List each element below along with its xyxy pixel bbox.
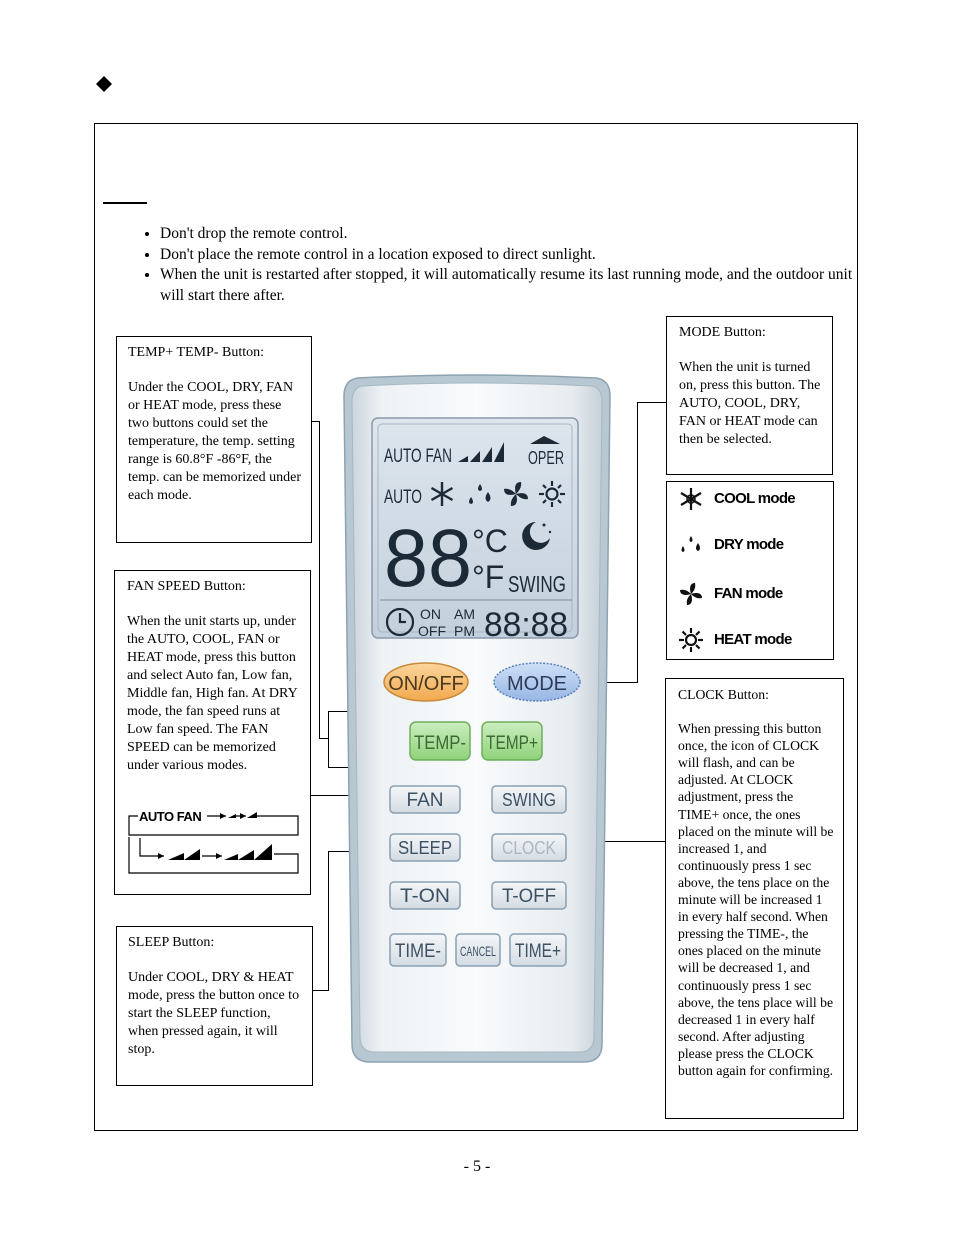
legend-cool-label: COOL mode xyxy=(714,490,795,507)
fan-icon xyxy=(680,583,702,605)
lcd-auto-fan-label: AUTO FAN xyxy=(384,446,452,467)
connector-line xyxy=(319,738,329,739)
callout-title: SLEEP Button: xyxy=(128,935,215,950)
lcd-fan-icon xyxy=(504,482,528,506)
svg-text:SWING: SWING xyxy=(502,790,556,810)
lcd-auto-label: AUTO xyxy=(384,487,422,508)
svg-text:CLOCK: CLOCK xyxy=(502,838,556,858)
modes-legend: COOL mode DRY mode FAN mode HEAT mode xyxy=(666,481,834,660)
list-item: When the unit is restarted after stopped… xyxy=(160,265,870,306)
mode-button[interactable]: MODE xyxy=(493,662,581,702)
connector-line xyxy=(313,990,329,991)
time-minus-button[interactable]: TIME- xyxy=(389,933,447,967)
notes-list: Don't drop the remote control. Don't pla… xyxy=(132,224,870,306)
callout-title: CLOCK Button: xyxy=(678,687,769,702)
callout-body: Under COOL, DRY & HEAT mode, press the b… xyxy=(128,970,300,1057)
lcd-swing-label: SWING xyxy=(508,571,566,597)
list-item: Don't drop the remote control. xyxy=(160,224,870,245)
clock-button-callout: CLOCK Button: When pressing this button … xyxy=(665,678,844,1119)
temp-minus-button[interactable]: TEMP- xyxy=(409,721,471,761)
clock-button[interactable]: CLOCK xyxy=(491,833,567,862)
diamond-bullet-icon xyxy=(96,76,112,92)
remote-control: AUTO FAN OPER AUTO 88 °C °F SWING ON OFF… xyxy=(343,374,611,1063)
section-rule xyxy=(103,202,147,204)
fan-speed-callout: FAN SPEED Button: When the unit starts u… xyxy=(114,570,311,895)
svg-text:TEMP+: TEMP+ xyxy=(486,733,538,754)
connector-line xyxy=(319,421,320,739)
svg-text:SLEEP: SLEEP xyxy=(398,838,452,858)
svg-text:TEMP-: TEMP- xyxy=(414,733,466,754)
sleep-button-callout: SLEEP Button: Under COOL, DRY & HEAT mod… xyxy=(116,926,313,1086)
fan-speed-cycle-diagram: AUTO FAN xyxy=(128,809,299,874)
lcd-fahrenheit-label: °F xyxy=(472,559,504,595)
connector-line xyxy=(637,402,666,403)
lcd-pm-label: PM xyxy=(454,623,475,639)
lcd-oper-label: OPER xyxy=(528,448,564,468)
time-plus-button[interactable]: TIME+ xyxy=(509,933,567,967)
svg-text:T-OFF: T-OFF xyxy=(502,886,556,907)
temp-plus-button[interactable]: TEMP+ xyxy=(481,721,543,761)
list-item: Don't place the remote control in a loca… xyxy=(160,245,870,266)
swing-button[interactable]: SWING xyxy=(491,785,567,814)
svg-text:TIME-: TIME- xyxy=(395,941,441,962)
page-number: - 5 - xyxy=(463,1158,491,1175)
svg-text:MODE: MODE xyxy=(507,673,567,695)
mode-button-callout: MODE Button: When the unit is turned on,… xyxy=(666,316,833,475)
connector-line xyxy=(328,851,329,991)
sun-icon xyxy=(679,628,703,652)
snowflake-icon xyxy=(680,488,702,510)
lcd-am-label: AM xyxy=(454,606,475,622)
cancel-button[interactable]: CANCEL xyxy=(455,933,501,967)
lcd-drops-icon xyxy=(469,484,491,504)
lcd-time-digits: 88:88 xyxy=(484,606,568,644)
legend-heat-label: HEAT mode xyxy=(714,631,792,648)
modes-legend-graphic: COOL mode DRY mode FAN mode HEAT mode xyxy=(679,488,796,652)
connector-line xyxy=(312,421,320,422)
legend-fan-label: FAN mode xyxy=(714,585,783,602)
svg-text:FAN: FAN xyxy=(407,790,444,811)
connector-line xyxy=(637,402,638,683)
sleep-button[interactable]: SLEEP xyxy=(389,833,461,862)
connector-line xyxy=(563,841,665,842)
svg-text:ON/OFF: ON/OFF xyxy=(388,673,464,695)
svg-text:T-ON: T-ON xyxy=(400,886,450,907)
lcd-on-label: ON xyxy=(420,606,441,622)
callout-body: When the unit is turned on, press this b… xyxy=(679,360,821,447)
lcd-celsius-label: °C xyxy=(472,523,508,559)
water-drops-icon xyxy=(681,536,700,552)
lcd-temperature-digits: 88 xyxy=(384,513,472,604)
svg-text:CANCEL: CANCEL xyxy=(460,943,496,959)
lcd-snowflake-icon xyxy=(430,482,454,506)
auto-fan-label: AUTO FAN xyxy=(139,809,201,824)
t-on-button[interactable]: T-ON xyxy=(389,881,461,910)
svg-text:TIME+: TIME+ xyxy=(515,941,561,962)
lcd-off-label: OFF xyxy=(418,623,446,639)
callout-title: TEMP+ TEMP- Button: xyxy=(128,345,264,360)
callout-title: MODE Button: xyxy=(679,325,766,340)
callout-body: When the unit starts up, under the AUTO,… xyxy=(127,614,298,773)
lcd-clock-icon xyxy=(385,607,415,637)
legend-dry-label: DRY mode xyxy=(714,536,784,553)
content-frame xyxy=(94,123,858,1131)
fan-button[interactable]: FAN xyxy=(389,785,461,814)
callout-body: Under the COOL, DRY, FAN or HEAT mode, p… xyxy=(128,380,301,503)
lcd-sun-icon xyxy=(539,481,565,507)
temp-button-callout: TEMP+ TEMP- Button: Under the COOL, DRY,… xyxy=(116,336,312,543)
onoff-button[interactable]: ON/OFF xyxy=(383,662,469,702)
callout-body: When pressing this button once, the icon… xyxy=(678,721,834,1078)
lcd-moon-icon xyxy=(522,522,552,550)
callout-title: FAN SPEED Button: xyxy=(127,579,246,594)
t-off-button[interactable]: T-OFF xyxy=(491,881,567,910)
connector-line xyxy=(328,711,329,768)
